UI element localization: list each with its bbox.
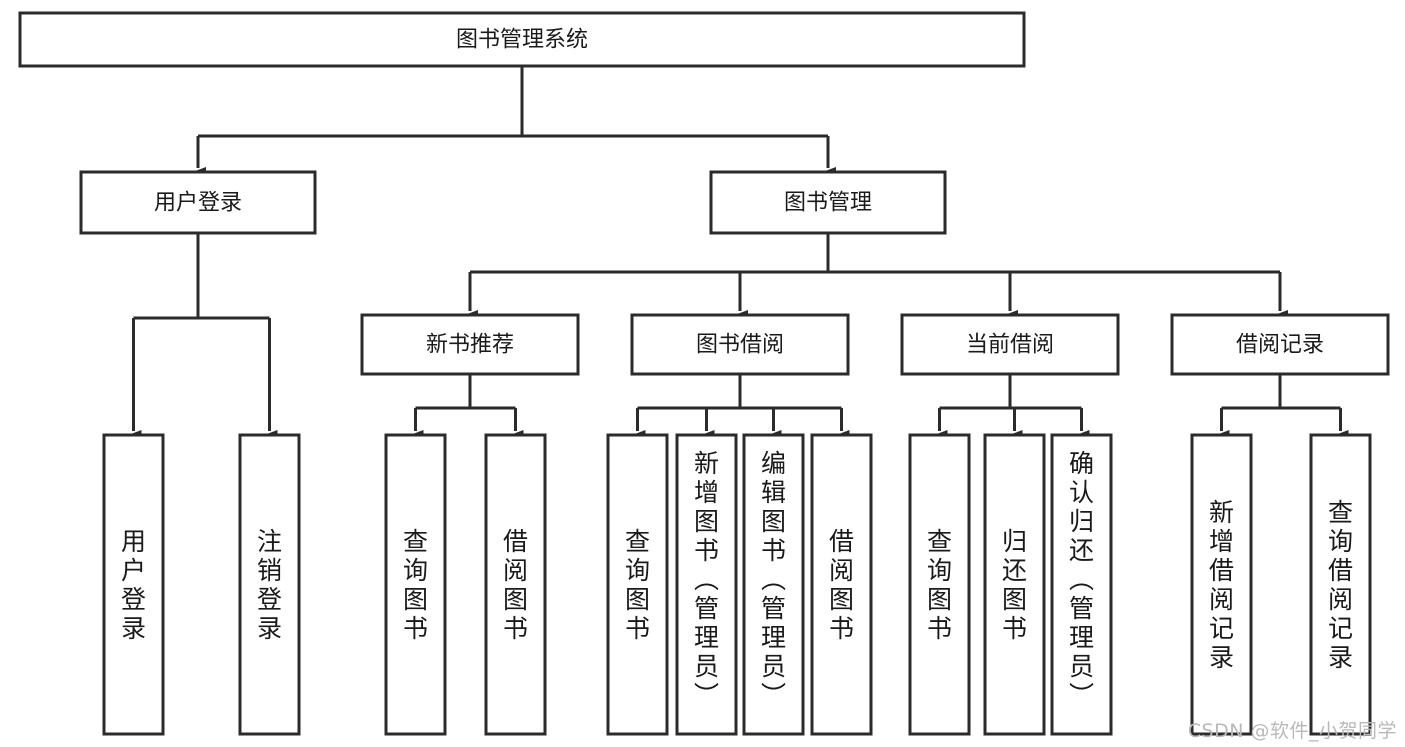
watermark: CSDN @软件_小贺同学 [1187, 720, 1397, 742]
node-leaf-user-login[interactable] [102, 433, 165, 736]
connector-layer [125, 66, 1349, 442]
node-root[interactable]: 图书管理系统 [18, 11, 1026, 68]
node-leaf-borrow-book-rec[interactable] [484, 433, 547, 736]
node-book-borrow[interactable]: 图书借阅 [630, 313, 850, 376]
node-leaf-add-book-admin[interactable] [675, 433, 738, 736]
node-label: 图书管理系统 [456, 28, 588, 53]
node-leaf-query-borrow-record[interactable] [1309, 433, 1372, 736]
node-leaf-query-book-rec[interactable] [384, 433, 447, 736]
node-leaf-logout[interactable] [238, 433, 301, 736]
node-current-borrow[interactable]: 当前借阅 [900, 313, 1120, 376]
node-leaf-confirm-return-admin[interactable] [1050, 433, 1113, 736]
node-label: 用户登录 [154, 191, 242, 216]
node-borrow-record[interactable]: 借阅记录 [1170, 313, 1390, 376]
node-leaf-edit-book-admin[interactable] [742, 433, 805, 736]
node-book-manage[interactable]: 图书管理 [709, 170, 947, 235]
node-label: 图书管理 [784, 191, 872, 216]
node-leaf-return-book[interactable] [983, 433, 1046, 736]
node-leaf-borrow-book[interactable] [810, 433, 873, 736]
node-label: 借阅记录 [1236, 333, 1324, 358]
node-leaf-query-book-borrow[interactable] [606, 433, 669, 736]
node-new-book-recommend[interactable]: 新书推荐 [360, 313, 580, 376]
node-leaf-add-borrow-record[interactable] [1190, 433, 1253, 736]
node-leaf-query-book-cur[interactable] [908, 433, 971, 736]
node-label: 当前借阅 [966, 333, 1054, 358]
node-label: 图书借阅 [696, 333, 784, 358]
node-label: 新书推荐 [426, 333, 514, 358]
node-user-login[interactable]: 用户登录 [79, 170, 317, 235]
